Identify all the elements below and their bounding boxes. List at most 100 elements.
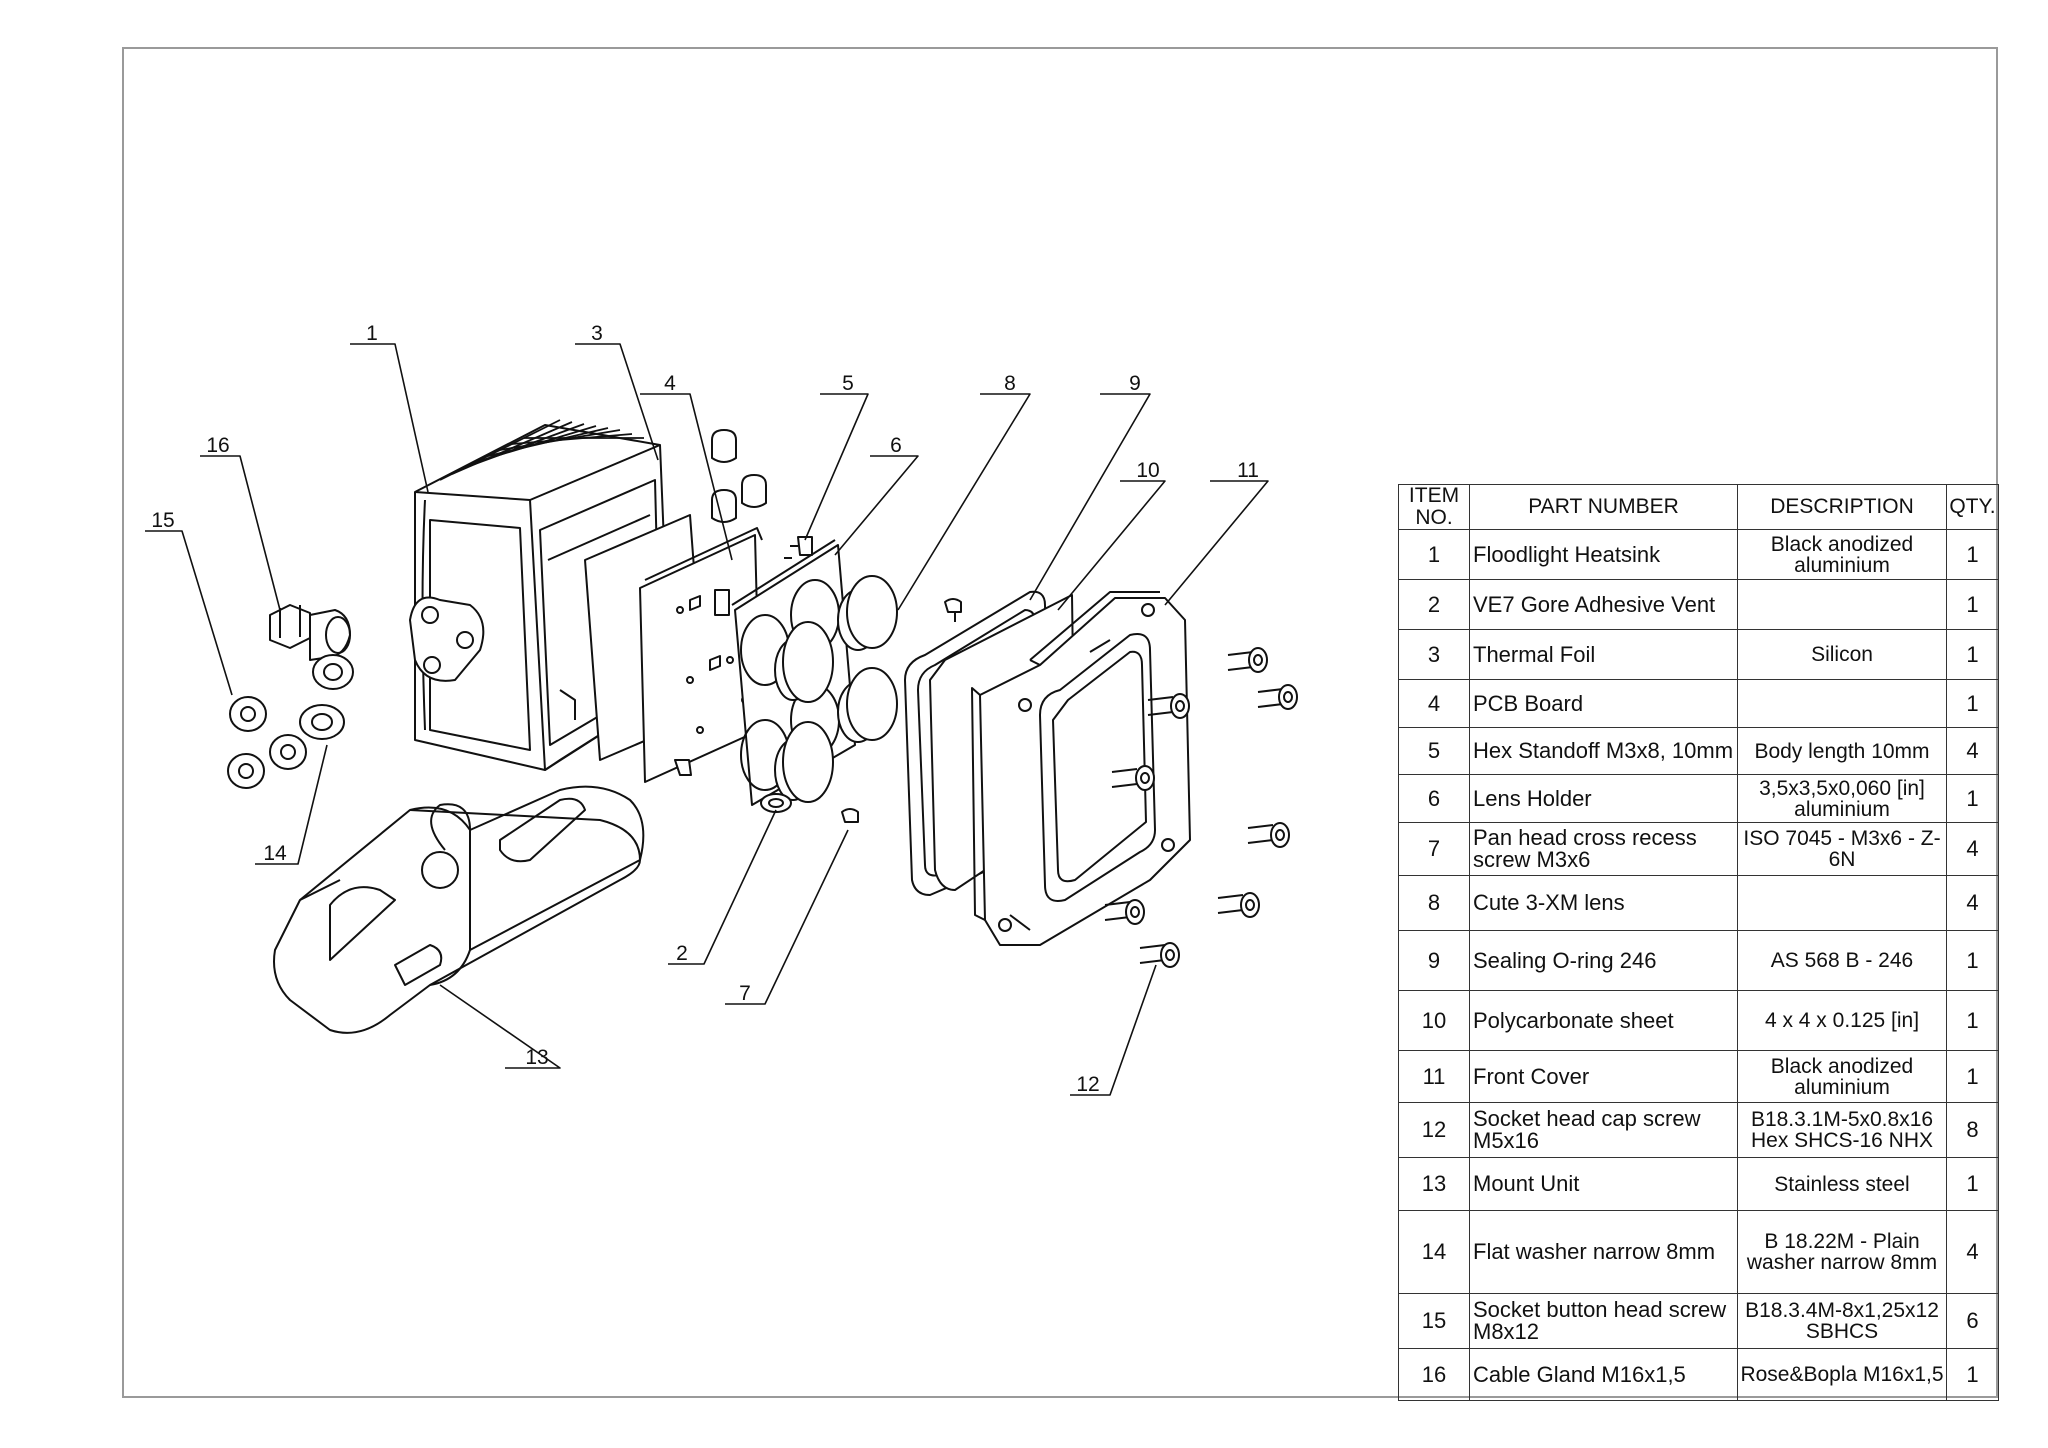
callout-2: 2	[676, 942, 688, 965]
lens-holder-part	[731, 539, 898, 806]
bom-item: 16	[1398, 1348, 1470, 1401]
bom-header-qty: QTY.	[1946, 484, 1999, 530]
callout-10: 10	[1136, 459, 1159, 482]
bom-qty: 8	[1946, 1102, 1999, 1158]
bom-qty: 4	[1946, 822, 1999, 876]
bom-description: B 18.22M - Plain washer narrow 8mm	[1737, 1210, 1947, 1294]
socket-head-cap-screw-part	[1104, 647, 1298, 968]
bom-qty: 1	[1946, 930, 1999, 991]
bom-item: 10	[1398, 990, 1470, 1051]
bom-description	[1737, 579, 1947, 630]
bom-header-item: ITEM NO.	[1398, 484, 1470, 530]
bom-qty: 1	[1946, 579, 1999, 630]
bom-item: 1	[1398, 529, 1470, 580]
bom-description	[1737, 679, 1947, 728]
hex-standoff-part	[674, 429, 813, 776]
callout-15: 15	[151, 509, 174, 532]
callout-5: 5	[842, 372, 854, 395]
flat-washer-part	[299, 704, 345, 740]
bom-qty: 1	[1946, 1050, 1999, 1103]
bom-description: Body length 10mm	[1737, 727, 1947, 775]
bom-item: 13	[1398, 1157, 1470, 1211]
callout-1: 1	[366, 322, 378, 345]
bom-part-number: Thermal Foil	[1469, 629, 1738, 680]
bom-header-description: DESCRIPTION	[1737, 484, 1947, 530]
callout-12: 12	[1076, 1073, 1099, 1096]
bom-item: 9	[1398, 930, 1470, 991]
bom-qty: 4	[1946, 1210, 1999, 1294]
callout-labels: 1 3 4 5 6 8 9 10 11 2 7 12 13 14 15 16	[151, 322, 1259, 1096]
callout-11: 11	[1237, 459, 1259, 482]
bom-part-number: Mount Unit	[1469, 1157, 1738, 1211]
bom-item: 7	[1398, 822, 1470, 876]
bom-header-row: ITEM NO. PART NUMBER DESCRIPTION QTY.	[1398, 484, 1999, 530]
bom-part-number: PCB Board	[1469, 679, 1738, 728]
bom-part-number: Sealing O-ring 246	[1469, 930, 1738, 991]
bom-qty: 1	[1946, 774, 1999, 823]
bom-description: B18.3.4M-8x1,25x12 SBHCS	[1737, 1293, 1947, 1349]
bom-part-number: Front Cover	[1469, 1050, 1738, 1103]
bom-qty: 1	[1946, 1157, 1999, 1211]
bom-item: 15	[1398, 1293, 1470, 1349]
bom-item: 4	[1398, 679, 1470, 728]
gore-vent-part	[760, 793, 792, 813]
callout-3: 3	[591, 322, 603, 345]
bom-part-number: Hex Standoff M3x8, 10mm	[1469, 727, 1738, 775]
bom-qty: 1	[1946, 1348, 1999, 1401]
callout-9: 9	[1129, 372, 1141, 395]
bom-qty: 4	[1946, 727, 1999, 775]
bom-description: Stainless steel	[1737, 1157, 1947, 1211]
bom-part-number: Cute 3-XM lens	[1469, 875, 1738, 931]
bom-description: B18.3.1M-5x0.8x16 Hex SHCS-16 NHX	[1737, 1102, 1947, 1158]
bom-item: 12	[1398, 1102, 1470, 1158]
bom-part-number: Polycarbonate sheet	[1469, 990, 1738, 1051]
callout-16: 16	[206, 434, 229, 457]
bom-item: 8	[1398, 875, 1470, 931]
bom-item: 3	[1398, 629, 1470, 680]
bom-description	[1737, 875, 1947, 931]
bom-item: 6	[1398, 774, 1470, 823]
mount-unit-part	[273, 785, 645, 1034]
bom-description: Black anodized aluminium	[1737, 529, 1947, 580]
bom-qty: 1	[1946, 629, 1999, 680]
bom-item: 14	[1398, 1210, 1470, 1294]
bom-part-number: VE7 Gore Adhesive Vent	[1469, 579, 1738, 630]
bom-part-number: Flat washer narrow 8mm	[1469, 1210, 1738, 1294]
bom-description: ISO 7045 - M3x6 - Z-6N	[1737, 822, 1947, 876]
bom-part-number: Lens Holder	[1469, 774, 1738, 823]
callout-7: 7	[739, 982, 751, 1005]
bom-qty: 1	[1946, 679, 1999, 728]
bom-part-number: Socket button head screw M8x12	[1469, 1293, 1738, 1349]
bom-description: AS 568 B - 246	[1737, 930, 1947, 991]
bom-description: Silicon	[1737, 629, 1947, 680]
cable-gland-part	[269, 604, 354, 690]
bom-qty: 1	[1946, 529, 1999, 580]
callout-4: 4	[664, 372, 676, 395]
callout-14: 14	[263, 842, 287, 865]
bom-part-number: Pan head cross recess screw M3x6	[1469, 822, 1738, 876]
bom-item: 11	[1398, 1050, 1470, 1103]
callout-13: 13	[525, 1046, 548, 1069]
front-cover-part	[971, 591, 1191, 946]
bom-qty: 1	[1946, 990, 1999, 1051]
pan-head-screw-part	[841, 598, 962, 823]
bom-qty: 6	[1946, 1293, 1999, 1349]
bom-qty: 4	[1946, 875, 1999, 931]
callout-leaders	[145, 343, 1269, 1096]
